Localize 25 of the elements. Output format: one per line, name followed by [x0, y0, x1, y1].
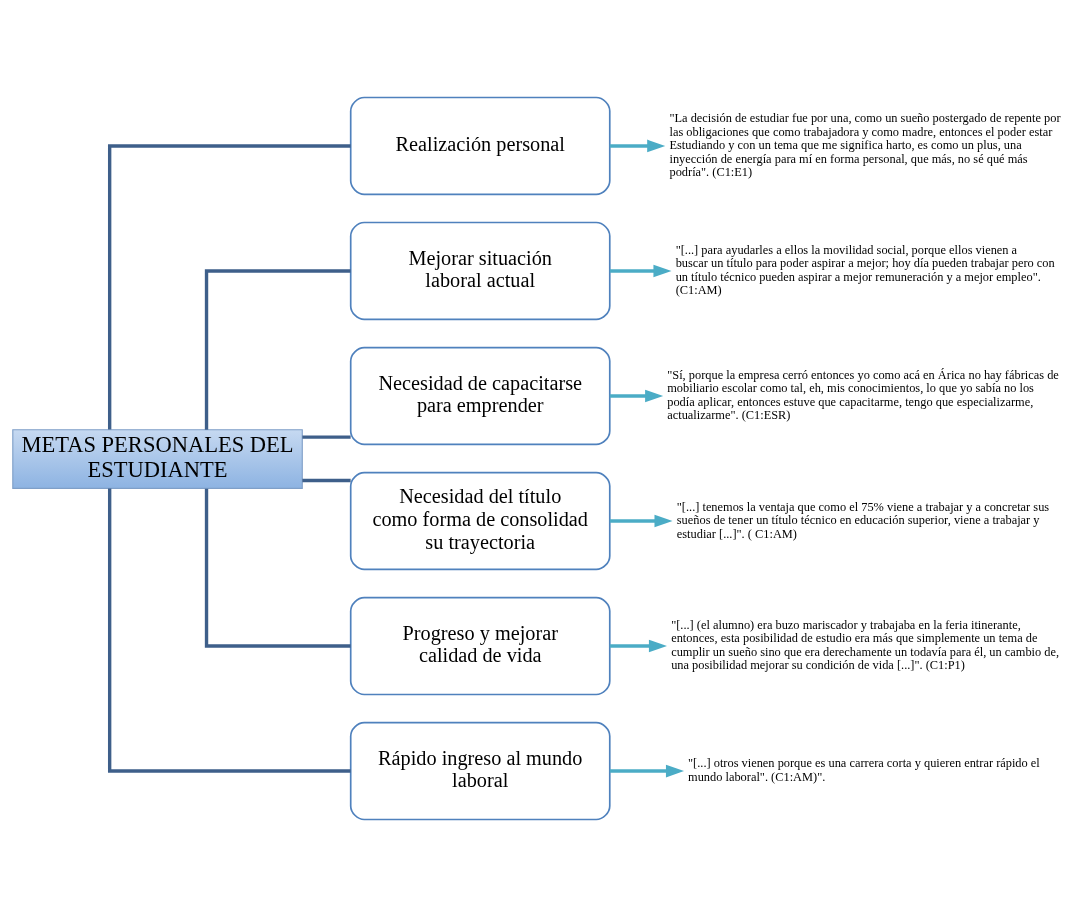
node-box: Realización personal [349, 96, 611, 196]
node-box: METAS PERSONALES DEL ESTUDIANTE [12, 429, 303, 489]
node-box: Mejorar situación laboral actual [349, 221, 611, 321]
arrow [609, 139, 666, 153]
connector [204, 488, 351, 648]
connector [108, 488, 351, 773]
arrow [609, 639, 667, 653]
node-text: "La decisión de estudiar fue por una, como un sueño postergado de repente por las obligaciones que como trabajadora y como madre, entonces el poder estar Estudiando y con un tema que me significa harto, es como un plus, una inyección de energía para mí en forma personal, que más, no sé qué más podría". (C1:E1) [669, 111, 1061, 180]
node-box: Necesidad del título como forma de consolidad su trayectoria [349, 471, 611, 571]
node-box: Necesidad de capacitarse para emprender [349, 346, 611, 446]
connector [204, 269, 351, 430]
node-text: "[...] tenemos la ventaja que como el 75% viene a trabajar y a concretar sus sueños de tener un título técnico en educación superior, viene a trabajar y estudiar [...]". ( C1:AM) [676, 499, 1050, 541]
connector [108, 144, 351, 430]
node-box: Progreso y mejorar calidad de vida [349, 596, 611, 696]
connector [302, 478, 351, 483]
arrow [609, 764, 684, 778]
node-text: "Sí, porque la empresa cerró entonces yo como acá en Árica no hay fábricas de mobiliario escolar como tal, eh, mis conocimientos, lo que yo sabía no los podía aplicar, entonces estuve que capacitarme, tengo que especializarme, actualizarme". (C1:ESR) [667, 367, 1059, 423]
arrow [609, 264, 672, 278]
arrow [609, 389, 664, 403]
connector [302, 435, 351, 439]
node-text: "[...] otros vienen porque es una carrera corta y quieren entrar rápido el mundo laboral". (C1:AM)". [688, 756, 1040, 784]
arrow [609, 514, 673, 528]
node-text: "[...] (el alumno) era buzo mariscador y trabajaba en la feria itinerante, entonces, esta posibilidad de estudio era más que simplemente un tema de cumplir un sueño sino que era derechamente un todavía para él, un cambio de, una posibilidad mejorar su condición de vida [...]". (C1:P1) [671, 617, 1060, 673]
node-text: "[...] para ayudarles a ellos la movilidad social, porque ellos vienen a buscar un título para poder aspirar a mejor; hoy día pueden trabajar pero con un título técnico pueden aspirar a mejor remuneración y a mejor empleo". (C1:AM) [675, 242, 1055, 298]
node-box: Rápido ingreso al mundo laboral [349, 721, 611, 821]
